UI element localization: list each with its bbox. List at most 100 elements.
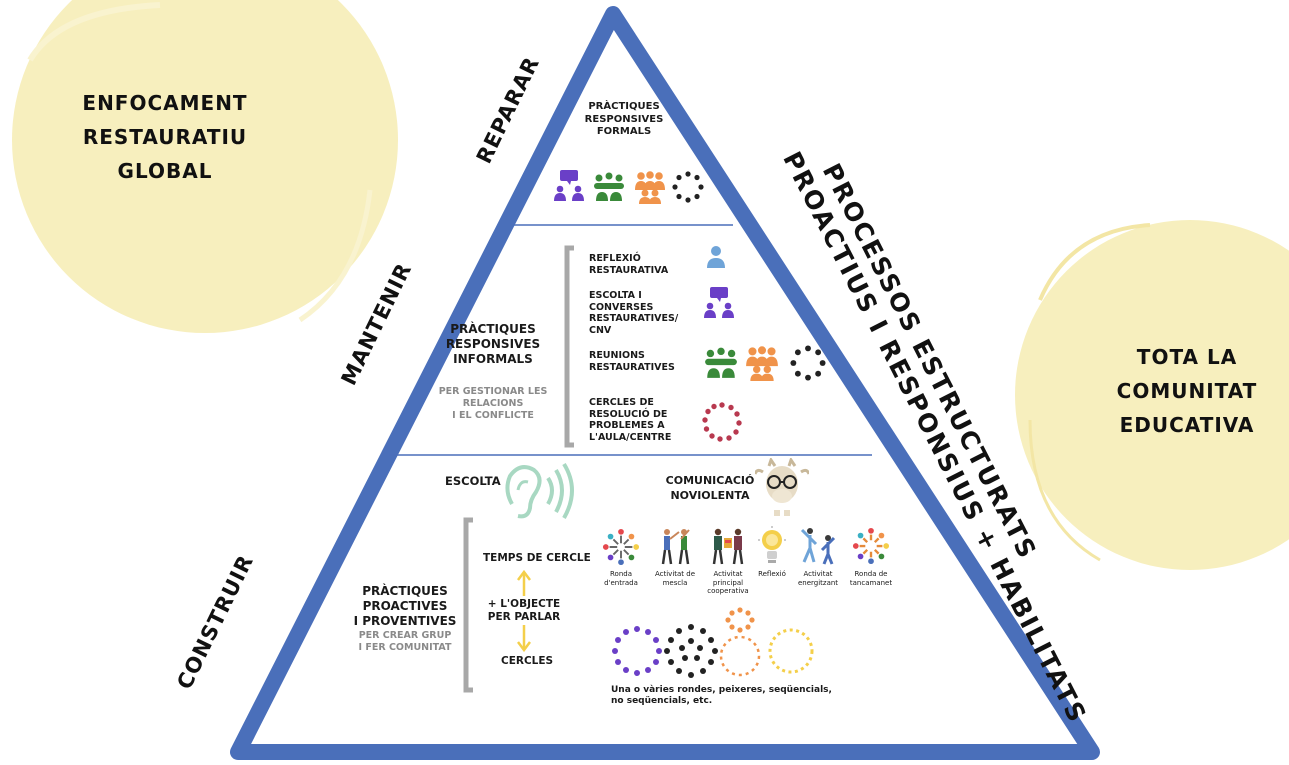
item-line: ESCOLTA I <box>589 290 642 301</box>
giraffe-icon <box>755 458 809 516</box>
activity-line: principal <box>712 578 744 587</box>
title-line: PER PARLAR <box>487 611 561 623</box>
dialogue-people-icon <box>704 287 734 318</box>
circle-of-people-icon <box>790 345 826 381</box>
opening-round-icon <box>602 528 640 566</box>
item-line: CERCLES DE <box>589 397 654 408</box>
ear-icon <box>505 462 574 519</box>
activity-line: Activitat <box>803 570 833 578</box>
item-line: REFLEXIÓ <box>589 253 641 264</box>
right-blob-text: TOTA LA COMUNITAT EDUCATIVA <box>1082 340 1289 442</box>
subtitle-line: I EL CONFLICTE <box>452 410 534 421</box>
activity-label: Reflexió <box>740 570 804 579</box>
talking-object-label: + L'OBJECTE PER PARLAR <box>478 598 570 624</box>
activity-line: d'entrada <box>604 578 638 587</box>
title-line: PROACTIVES <box>362 599 448 613</box>
item-line: RESTAURATIVES <box>589 361 675 373</box>
dialogue-people-icon <box>554 170 584 201</box>
title-line: INFORMALS <box>453 352 533 366</box>
title-line: COMUNICACIÓ <box>665 474 755 487</box>
title-line: FORMALS <box>596 126 652 137</box>
title-line: NOVIOLENTA <box>670 489 750 502</box>
practice-item: ESCOLTA I CONVERSES RESTAURATIVES/ CNV <box>589 290 678 336</box>
item-line: L'AULA/CENTRE <box>589 431 672 443</box>
bracket-proactive <box>463 517 473 693</box>
left-blob-line: ENFOCAMENT <box>82 91 248 115</box>
activity-label: Activitat de mescla <box>643 570 707 587</box>
right-blob-shape <box>1015 220 1289 570</box>
item-line: RESOLUCIÓ DE <box>589 408 668 420</box>
title-line: RESPONSIVES <box>445 337 541 351</box>
proactive-practices-title: PRÀCTIQUES PROACTIVES I PROVENTIVES <box>350 584 460 629</box>
left-blob-line: GLOBAL <box>117 159 213 183</box>
bracket-informal <box>564 245 574 448</box>
informal-practices-title: PRÀCTIQUES RESPONSIVES INFORMALS <box>433 322 553 367</box>
activity-label: Ronda de tancamanet <box>839 570 903 587</box>
practice-item: CERCLES DE RESOLUCIÓ DE PROBLEMES A L'AU… <box>589 397 671 443</box>
subtitle-line: PER CREAR GRUP <box>358 630 452 641</box>
community-group-icon <box>635 171 665 204</box>
proactive-practices-subtitle: PER CREAR GRUP I FER COMUNITAT <box>350 630 460 654</box>
subtitle-line: RELACIONS <box>462 398 524 409</box>
activity-line: mescla <box>662 578 688 587</box>
community-group-icon <box>746 346 778 381</box>
problem-solving-circle-icon <box>702 402 742 442</box>
title-line: PRÀCTIQUES <box>362 584 448 598</box>
item-line: RESTAURATIVA <box>589 264 669 276</box>
circles-note: Una o vàries rondes, peixeres, seqüencia… <box>611 685 832 707</box>
mixing-activity-icon <box>661 529 690 565</box>
nvc-title: COMUNICACIÓ NOVIOLENTA <box>660 473 760 503</box>
left-blob-text: ENFOCAMENT RESTAURATIU GLOBAL <box>55 86 275 188</box>
subtitle-line: PER GESTIONAR LES <box>438 386 548 397</box>
right-blob-line: TOTA LA <box>1136 345 1238 369</box>
item-line: CONVERSES <box>589 301 654 313</box>
yellow-circle-icon <box>768 628 814 674</box>
energizing-activity-icon <box>800 528 836 565</box>
reflection-icon <box>758 526 786 563</box>
meeting-group-icon <box>705 347 737 378</box>
item-line: REUNIONS <box>589 350 645 361</box>
subtitle-line: I FER COMUNITAT <box>358 642 452 653</box>
title-line: PRÀCTIQUES <box>450 322 536 336</box>
purple-circle-icon <box>612 626 662 676</box>
closing-round-icon <box>852 527 890 565</box>
activity-line: cooperativa <box>707 587 749 595</box>
informal-practices-subtitle: PER GESTIONAR LES RELACIONS I EL CONFLIC… <box>433 386 553 422</box>
sequential-circle-icon <box>719 607 761 677</box>
note-line: Una o vàries rondes, peixeres, seqüencia… <box>611 685 832 695</box>
flow-arrow-up <box>517 569 531 596</box>
item-line: CNV <box>589 324 612 336</box>
practice-item: REUNIONS RESTAURATIVES <box>589 350 675 373</box>
fishbowl-circle-icon <box>664 624 718 678</box>
title-line: + L'OBJECTE <box>487 598 561 610</box>
activity-line: tancamanet <box>849 578 893 587</box>
activity-label: Activitat principal cooperativa <box>696 570 760 596</box>
activity-line: energitzant <box>797 578 839 587</box>
title-line: RESPONSIVES <box>584 113 664 125</box>
circle-time-label: TEMPS DE CERCLE <box>483 552 591 564</box>
left-blob-shape <box>12 0 398 333</box>
circles-label: CERCLES <box>501 655 554 667</box>
activity-line: Activitat <box>713 570 743 578</box>
activity-label: Ronda d'entrada <box>589 570 653 587</box>
listening-label: ESCOLTA <box>445 474 501 488</box>
right-blob-line: COMUNITAT <box>1116 379 1258 403</box>
left-blob-line: RESTAURATIU <box>82 125 248 149</box>
flow-arrow-down <box>517 625 531 653</box>
person-icon <box>707 246 725 268</box>
activity-line: Ronda de <box>854 570 888 578</box>
circle-of-people-icon <box>672 171 704 203</box>
title-line: PRÀCTIQUES <box>588 101 660 112</box>
right-blob-line: EDUCATIVA <box>1119 413 1255 437</box>
pyramid-triangle <box>230 6 1100 760</box>
meeting-group-icon <box>594 172 624 201</box>
formal-practices-title: PRÀCTIQUES RESPONSIVES FORMALS <box>574 101 674 139</box>
activity-label: Activitat energitzant <box>786 570 850 587</box>
cooperative-activity-icon <box>712 528 744 565</box>
activity-line: Ronda <box>609 570 632 578</box>
activity-line: Activitat de <box>654 570 696 578</box>
note-line: no seqüencials, etc. <box>611 696 713 706</box>
activity-line: Reflexió <box>758 570 786 578</box>
item-line: RESTAURATIVES/ <box>589 313 679 324</box>
